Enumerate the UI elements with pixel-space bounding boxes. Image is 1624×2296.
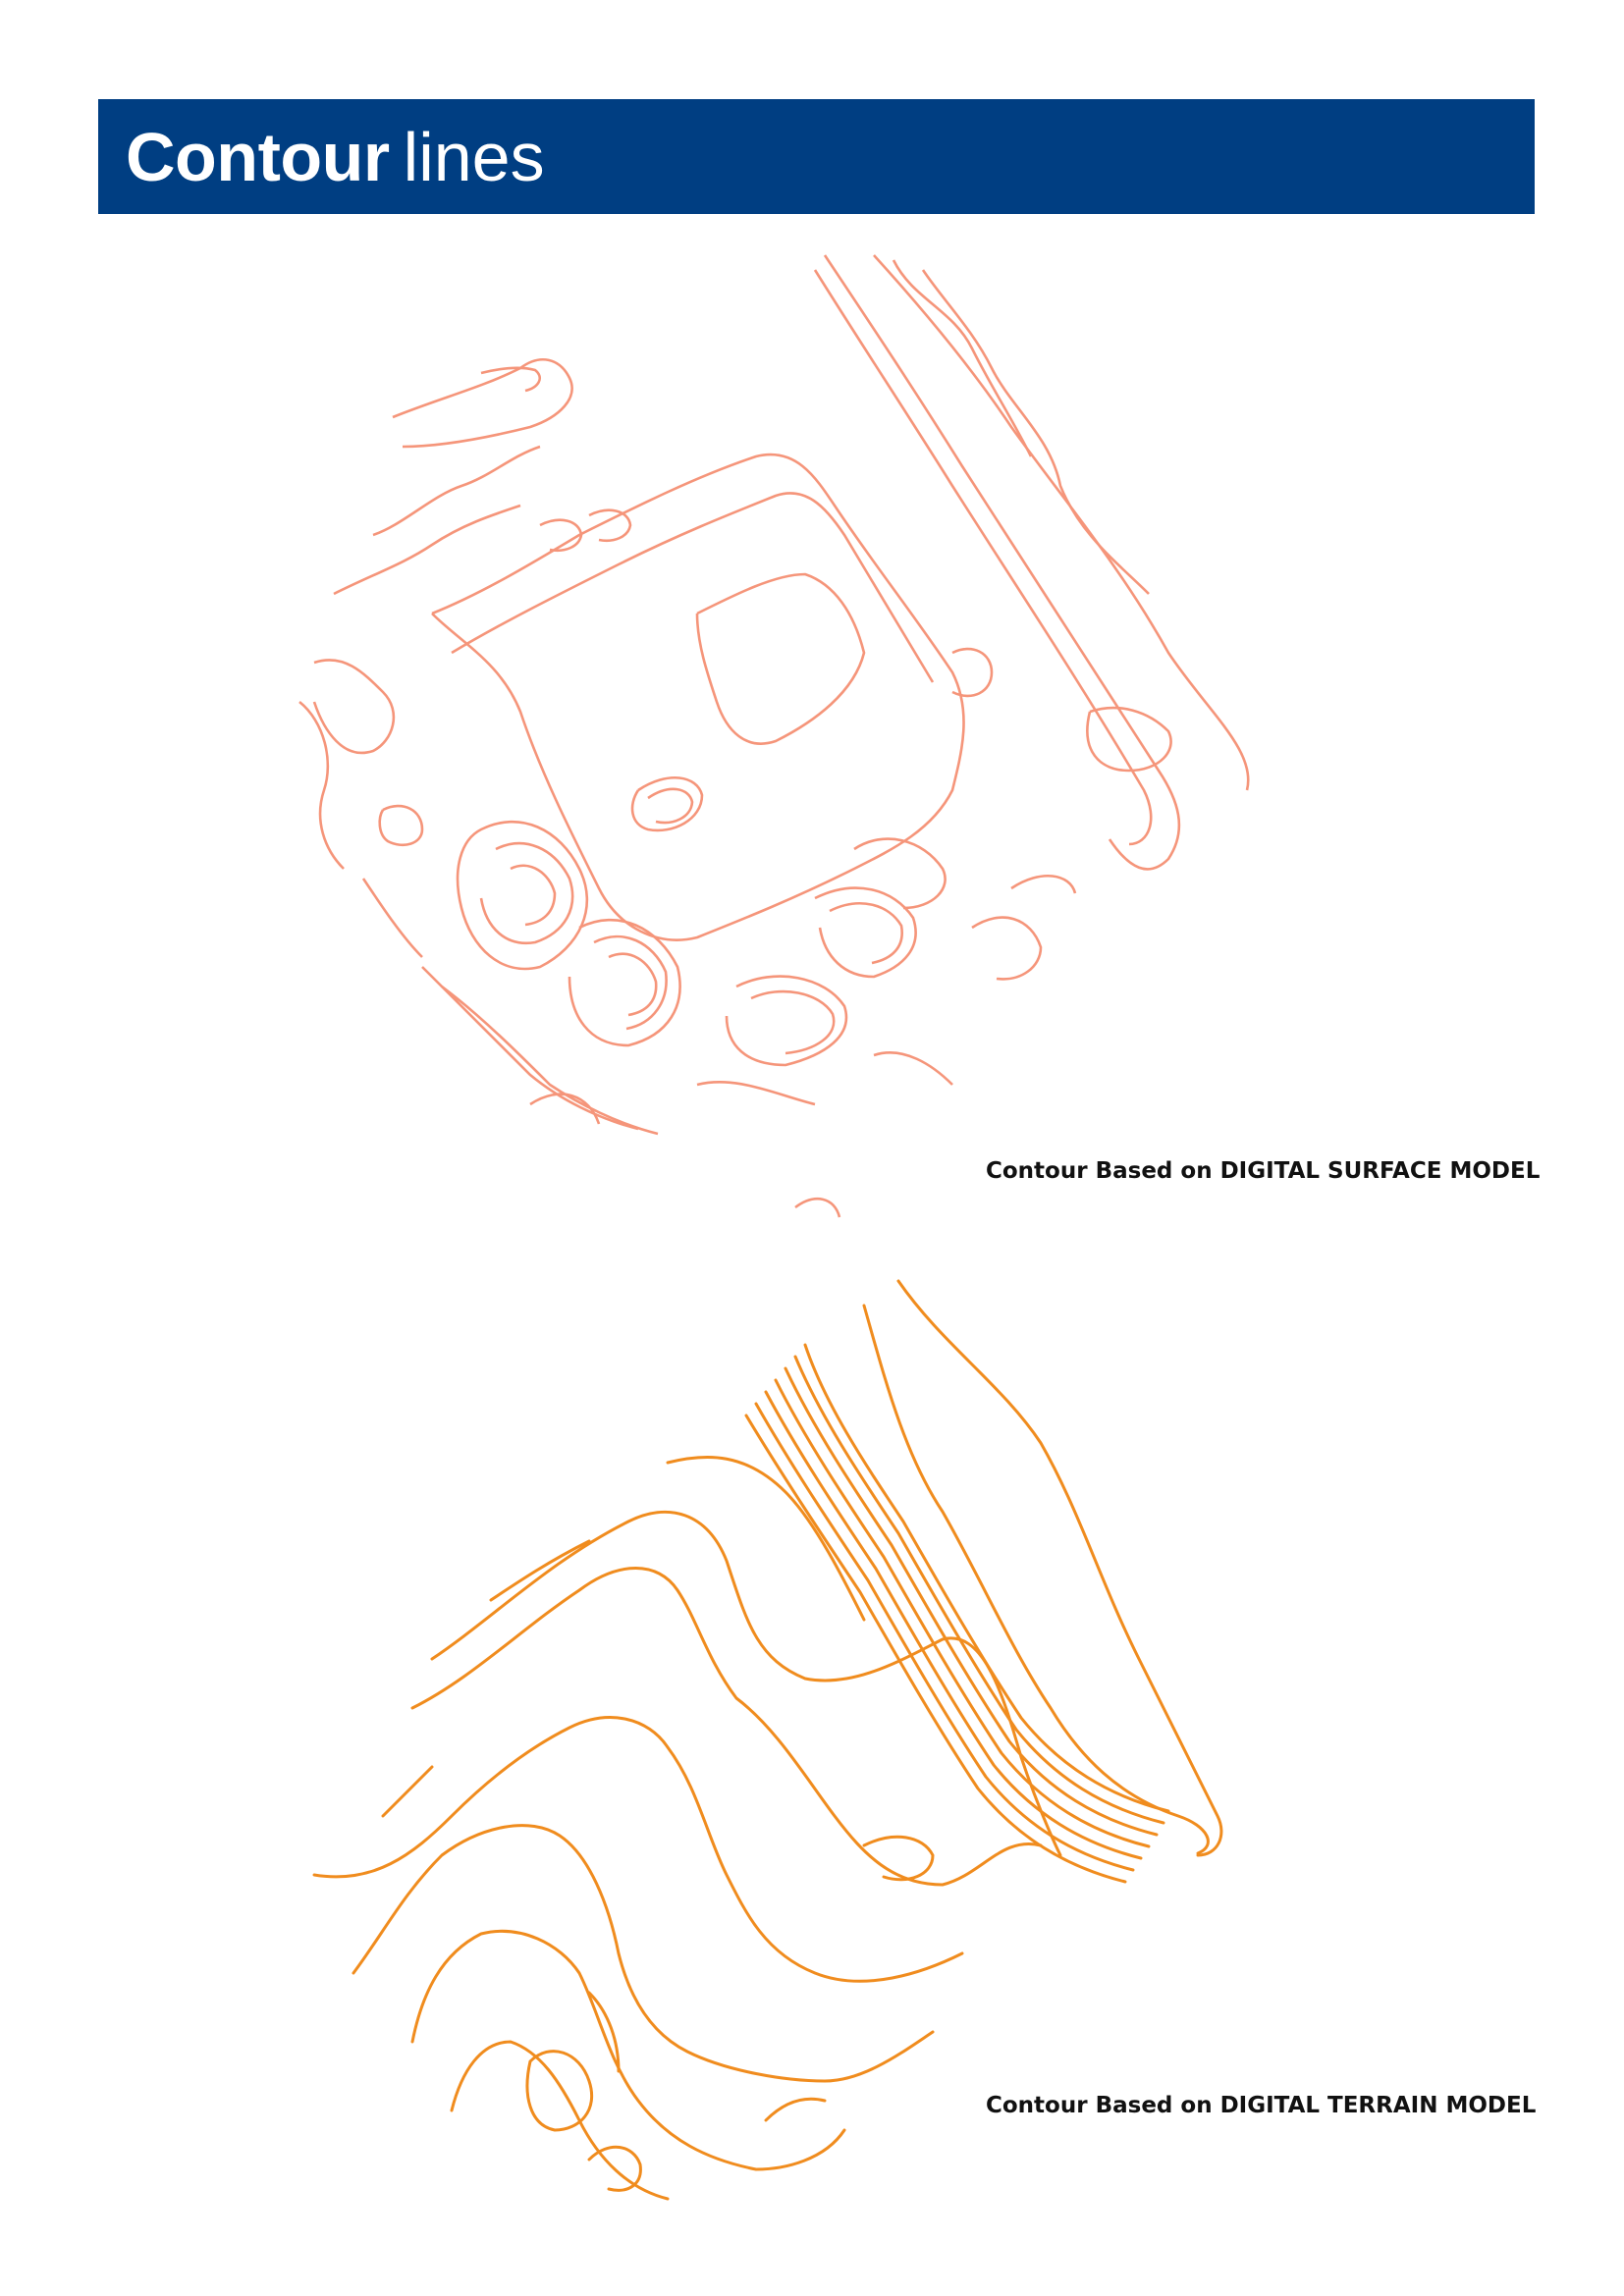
- contour-line: [862, 1835, 935, 1882]
- contour-line: [451, 492, 935, 683]
- contour-line: [392, 358, 573, 449]
- title-banner: Contour lines: [98, 99, 1535, 214]
- caption-dtm-prefix: Contour Based on: [986, 2093, 1220, 2118]
- contour-line: [588, 508, 632, 543]
- contour-line: [587, 2145, 642, 2192]
- contour-line: [333, 504, 521, 596]
- contour-line: [431, 453, 965, 941]
- contour-line: [896, 1279, 1223, 1857]
- contour-line: [764, 2097, 827, 2122]
- contour-line: [410, 1929, 846, 2171]
- contour-line: [441, 985, 659, 1136]
- contour-line: [1010, 875, 1077, 894]
- contour-line: [921, 269, 1150, 595]
- contour-line: [666, 1455, 866, 1622]
- contour-line: [510, 864, 557, 927]
- contour-line: [725, 975, 848, 1067]
- caption-dsm-prefix: Contour Based on: [986, 1158, 1220, 1184]
- contour-line: [489, 1539, 591, 1602]
- contour-line: [525, 2050, 594, 2132]
- caption-dsm-main: DIGITAL SURFACE MODEL: [1219, 1158, 1541, 1184]
- title-bold: Contour: [126, 118, 390, 195]
- title-light: lines: [403, 118, 545, 195]
- contour-line: [298, 700, 345, 870]
- contour-line: [587, 1991, 621, 2073]
- contour-line: [803, 1343, 1170, 1813]
- contour-line: [862, 1304, 1210, 1855]
- caption-dtm: Contour Based on DIGITAL TERRAIN MODEL: [986, 2093, 1536, 2118]
- caption-dsm: Contour Based on DIGITAL SURFACE MODEL: [986, 1158, 1540, 1184]
- dsm-contour-map: [298, 254, 1250, 1218]
- contour-line: [450, 2040, 670, 2201]
- contour-line: [696, 1081, 816, 1106]
- contour-line: [695, 572, 866, 745]
- contour-line: [750, 989, 836, 1055]
- contour-line: [829, 902, 903, 965]
- contour-line: [873, 1051, 953, 1086]
- contour-line: [410, 1567, 1043, 1887]
- contour-line: [608, 952, 658, 1017]
- contour-line: [361, 878, 423, 958]
- contour-line: [754, 1402, 1135, 1872]
- contour-line: [873, 254, 1250, 791]
- contour-line: [529, 1093, 601, 1125]
- contour-line: [971, 916, 1043, 981]
- contour-line: [774, 1378, 1151, 1848]
- contour-line: [372, 445, 541, 537]
- contour-line: [352, 1824, 935, 2083]
- caption-dtm-main: DIGITAL TERRAIN MODEL: [1219, 2093, 1537, 2118]
- contour-line: [853, 837, 947, 910]
- contour-line: [312, 1716, 964, 1983]
- contour-line: [647, 787, 694, 825]
- contour-line: [892, 259, 1033, 457]
- contour-line: [593, 934, 668, 1031]
- contour-line: [480, 366, 541, 393]
- contour-line: [430, 1510, 1062, 1857]
- contour-line: [813, 269, 1153, 846]
- contour-line: [479, 841, 574, 945]
- contour-line: [539, 518, 583, 553]
- contour-line: [378, 804, 424, 846]
- contour-line: [421, 966, 639, 1131]
- contour-line: [793, 1355, 1165, 1825]
- contour-line: [794, 1198, 841, 1218]
- dtm-contour-lines: [312, 1279, 1223, 2201]
- contour-line: [784, 1366, 1159, 1837]
- contour-line: [381, 1765, 434, 1818]
- dsm-contour-lines: [298, 254, 1250, 1218]
- contour-line: [456, 820, 589, 971]
- contour-line: [312, 659, 396, 755]
- contour-line: [764, 1390, 1143, 1860]
- dtm-contour-map: [312, 1279, 1223, 2201]
- contour-line: [951, 647, 994, 698]
- contour-line: [568, 918, 681, 1047]
- contour-line: [814, 886, 917, 979]
- contour-line: [1086, 706, 1172, 773]
- contour-line: [630, 776, 704, 832]
- contour-line: [823, 254, 1181, 871]
